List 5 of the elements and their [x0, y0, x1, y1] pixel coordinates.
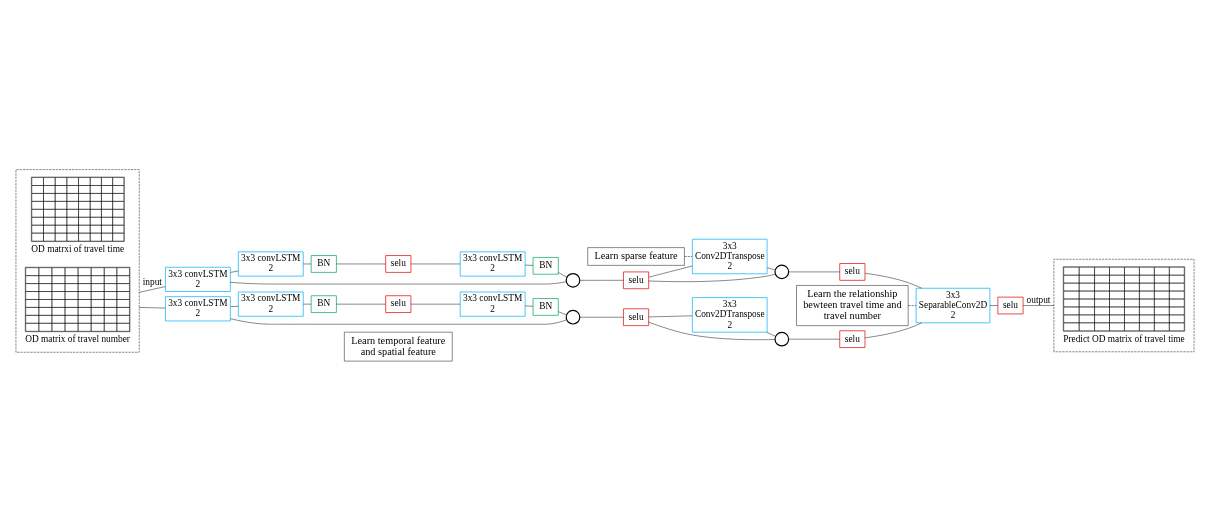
node-label: OD matrxi of travel time — [31, 243, 125, 254]
node-label: OD matrix of travel number — [25, 333, 130, 344]
edge-label: output — [1026, 294, 1051, 305]
node-label: Predict OD matrix of travel time — [1063, 333, 1185, 344]
edge-label: input — [142, 276, 162, 287]
